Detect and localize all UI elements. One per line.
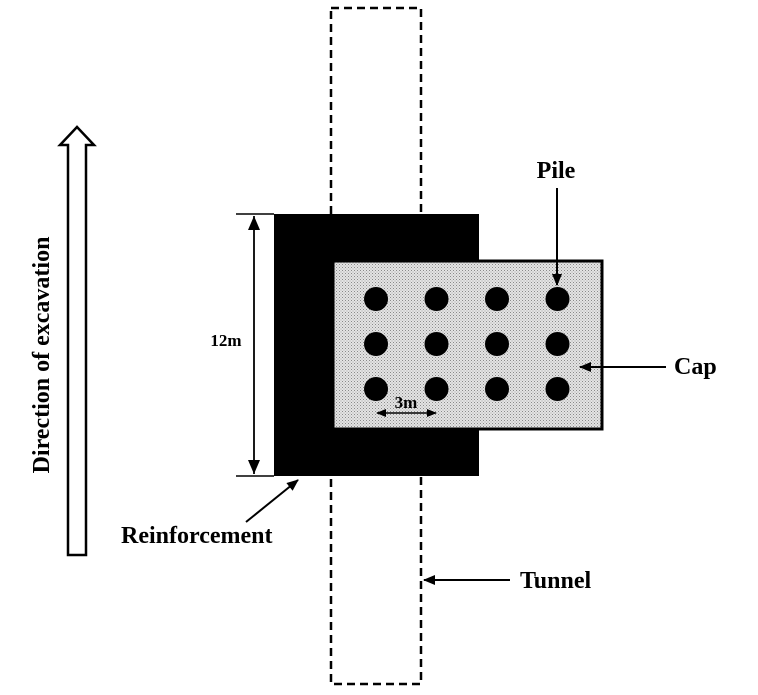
pile (485, 377, 509, 401)
height-dim-label: 12m (210, 331, 241, 350)
reinforcement-label: Reinforcement (121, 523, 273, 549)
tunnel-label: Tunnel (520, 568, 592, 594)
direction-arrow-icon (57, 125, 97, 557)
pile (424, 332, 449, 356)
pile (364, 332, 388, 356)
height-dim-arrow-top-icon (248, 216, 260, 230)
cap-label: Cap (674, 354, 717, 380)
direction-label: Direction of excavation (29, 237, 55, 474)
reinforcement-pointer-arrow (245, 479, 299, 523)
pile (424, 287, 449, 311)
pile (545, 332, 570, 356)
spacing-dim-arrow-left-icon (376, 409, 386, 417)
pile-label: Pile (537, 158, 576, 184)
spacing-dim-arrow-right-icon (427, 409, 437, 417)
tunnel-outline (329, 6, 423, 686)
pile (485, 332, 509, 356)
spacing-dim-label: 3m (395, 393, 418, 412)
pile (364, 377, 388, 401)
height-dim-arrow-bottom-icon (248, 460, 260, 474)
pile (364, 287, 388, 311)
pile (424, 377, 449, 401)
pile (545, 287, 570, 311)
pile (485, 287, 509, 311)
pile-grid (364, 287, 570, 401)
pile (545, 377, 570, 401)
